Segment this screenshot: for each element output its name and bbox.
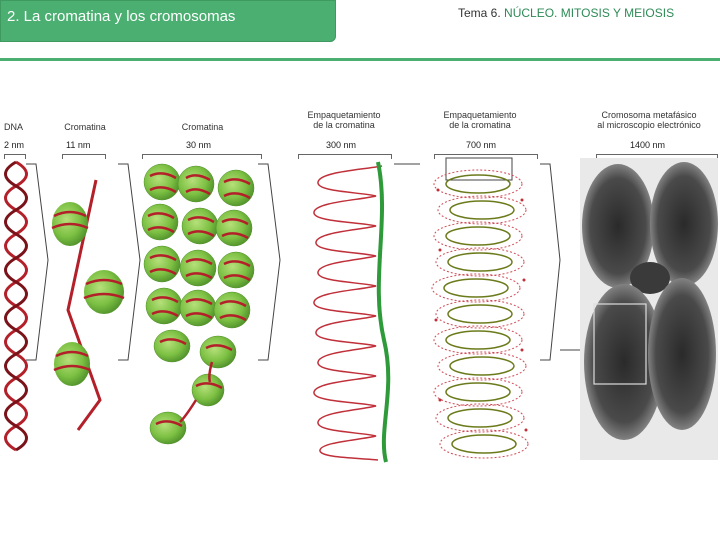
scale-11nm: 11 nm: [66, 140, 91, 150]
column-label-metaphase: Cromosoma metafásico al microscopio elec…: [597, 110, 701, 130]
zoom-connector-lines: [26, 163, 596, 361]
column-label-dna: DNA: [4, 122, 24, 132]
topic-header: Tema 6. NÚCLEO. MITOSIS Y MEIOSIS: [458, 6, 674, 20]
scale-bar-11nm: [62, 154, 106, 159]
nucleosome: [53, 342, 91, 386]
scale-300nm: 300 nm: [326, 140, 357, 150]
column-label-chromatin-30: Cromatina: [181, 122, 224, 132]
scale-bar-1400nm: [596, 154, 718, 159]
column-label-packing-300: Empaquetamiento de la cromatina: [307, 110, 381, 130]
scale-30nm: 30 nm: [186, 140, 212, 150]
topic-accent: NÚCLEO. MITOSIS Y MEIOSIS: [504, 6, 675, 20]
chromatin-figure: DNA Cromatina Cromatina Empaquetamiento …: [0, 100, 720, 470]
column-label-packing-700: Empaquetamiento de la cromatina: [443, 110, 517, 130]
scale-1400nm: 1400 nm: [630, 140, 666, 150]
scale-bar-2nm: [4, 154, 26, 159]
scale-700nm: 700 nm: [466, 140, 497, 150]
nucleosome: [51, 202, 89, 246]
looped-domains-300nm: [313, 161, 391, 463]
selection-box: [593, 303, 647, 385]
metaphase-chromosome-micrograph: [580, 158, 718, 460]
scale-bar-300nm: [298, 154, 392, 159]
scale-2nm: 2 nm: [4, 140, 25, 150]
dna-double-helix: [4, 160, 28, 452]
scale-bar-30nm: [142, 154, 262, 159]
condensed-section-700nm: [431, 157, 529, 459]
slide-title-tab: 2. La cromatina y los cromosomas: [0, 0, 336, 42]
column-label-chromatin-11: Cromatina: [64, 122, 106, 132]
slide-title: 2. La cromatina y los cromosomas: [7, 8, 236, 25]
header-rule: [0, 58, 720, 61]
scale-bar-700nm: [434, 154, 538, 159]
solenoid-30nm-fiber: [141, 163, 255, 445]
chromatin-illustration: [4, 157, 718, 463]
beads-on-string-fiber: [51, 179, 125, 431]
nucleosome: [83, 270, 125, 314]
topic-prefix: Tema 6.: [458, 6, 505, 20]
